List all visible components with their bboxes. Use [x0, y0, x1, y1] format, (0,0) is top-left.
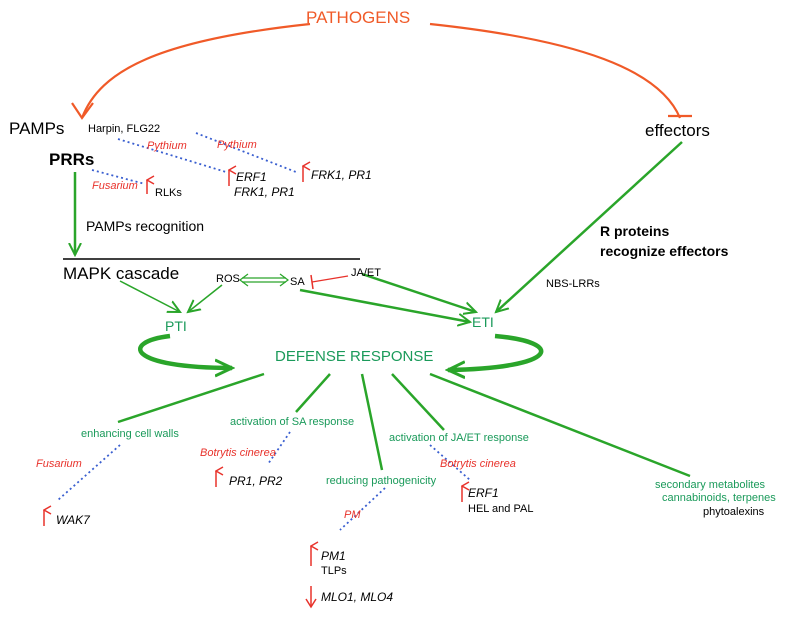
- pathogens-to-pamps-arrowhead: [71, 102, 94, 120]
- pm1-label: PM1: [321, 549, 346, 563]
- mapk-to-pti-arrow: [119, 280, 180, 312]
- down-arrow-mlo-head: [305, 598, 317, 609]
- rlks-label: RLKs: [155, 187, 182, 199]
- prrs-label: PRRs: [49, 150, 94, 169]
- dotted-ja-erf1: [429, 444, 471, 481]
- mapk-label: MAPK cascade: [63, 264, 179, 283]
- effectors-label: effectors: [645, 121, 710, 140]
- pythium-label-1: Pythium: [147, 140, 187, 152]
- jaet-to-eti-arrow: [361, 272, 476, 312]
- ros-sa-arrowhead-right: [279, 273, 289, 287]
- ros-sa-arrowhead-left: [239, 273, 249, 287]
- pm-label: PM: [344, 509, 361, 521]
- pr1-pr2-label: PR1, PR2: [229, 474, 283, 488]
- fusarium-top-label: Fusarium: [92, 180, 138, 192]
- pathogens-to-effectors-arrow: [429, 22, 682, 119]
- branch-secondary-metabolites: [429, 372, 691, 478]
- wak7-label: WAK7: [56, 513, 91, 527]
- activation-ja-label: activation of JA/ET response: [389, 432, 529, 444]
- jaet-inhibit-sa: [311, 275, 349, 283]
- reducing-pathogenicity-label: reducing pathogenicity: [326, 475, 437, 487]
- branch-reducing: [360, 373, 384, 471]
- branch-ja-response: [391, 373, 445, 431]
- erf1-bottom-label: ERF1: [468, 486, 499, 500]
- sa-label: SA: [290, 276, 305, 288]
- frk1-pr1-right-label: FRK1, PR1: [311, 168, 372, 182]
- phytoalexins-label: phytoalexins: [703, 506, 765, 518]
- harpin-label: Harpin, FLG22: [88, 123, 160, 135]
- jaet-inhibit-bar: [310, 274, 314, 290]
- eti-to-defense-curve: [448, 333, 544, 370]
- eti-label: ETI: [472, 314, 494, 330]
- branch-cell-walls: [117, 372, 265, 424]
- hel-pal-label: HEL and PAL: [468, 503, 533, 515]
- dotted-harpin-erf1: [117, 138, 227, 173]
- nbs-lrrs-label: NBS-LRRs: [546, 278, 600, 290]
- dotted-sa-pr: [267, 431, 291, 465]
- botrytis-label-1: Botrytis cinerea: [200, 447, 276, 459]
- dotted-reducing-pm1: [339, 487, 386, 531]
- defense-response-label: DEFENSE RESPONSE: [275, 348, 433, 365]
- secondary-metabolites-label: secondary metabolites: [655, 479, 766, 491]
- dotted-prrs-rlks: [91, 169, 146, 185]
- frk1-pr1-mid-label: FRK1, PR1: [234, 185, 295, 199]
- mlo-label: MLO1, MLO4: [321, 590, 393, 604]
- pathogens-to-pamps-arrow: [80, 22, 311, 119]
- enhancing-cell-walls-label: enhancing cell walls: [81, 428, 179, 440]
- ros-to-pti-arrow: [188, 284, 223, 312]
- pamps-recognition-label: PAMPs recognition: [86, 218, 204, 234]
- dotted-cellwall-wak7: [57, 444, 121, 501]
- sa-to-eti-arrow: [299, 288, 470, 322]
- pythium-label-2: Pythium: [217, 139, 257, 151]
- tlps-label: TLPs: [321, 565, 347, 577]
- erf1-top-label: ERF1: [236, 170, 267, 184]
- r-proteins-label-1: R proteins: [600, 223, 669, 239]
- pamps-label: PAMPs: [9, 119, 64, 138]
- branch-sa-response: [295, 373, 331, 413]
- ros-label: ROS: [216, 273, 240, 285]
- effectors-to-eti-arrow: [496, 141, 683, 312]
- botrytis-label-2: Botrytis cinerea: [440, 458, 516, 470]
- pti-to-defense-curve: [138, 333, 232, 368]
- pti-label: PTI: [165, 318, 187, 334]
- cannabinoids-label: cannabinoids, terpenes: [662, 492, 776, 504]
- activation-sa-label: activation of SA response: [230, 416, 354, 428]
- ja-et-label: JA/ET: [351, 267, 381, 279]
- pathogens-title: PATHOGENS: [306, 8, 410, 27]
- fusarium-bottom-label: Fusarium: [36, 458, 82, 470]
- r-proteins-label-2: recognize effectors: [600, 243, 729, 259]
